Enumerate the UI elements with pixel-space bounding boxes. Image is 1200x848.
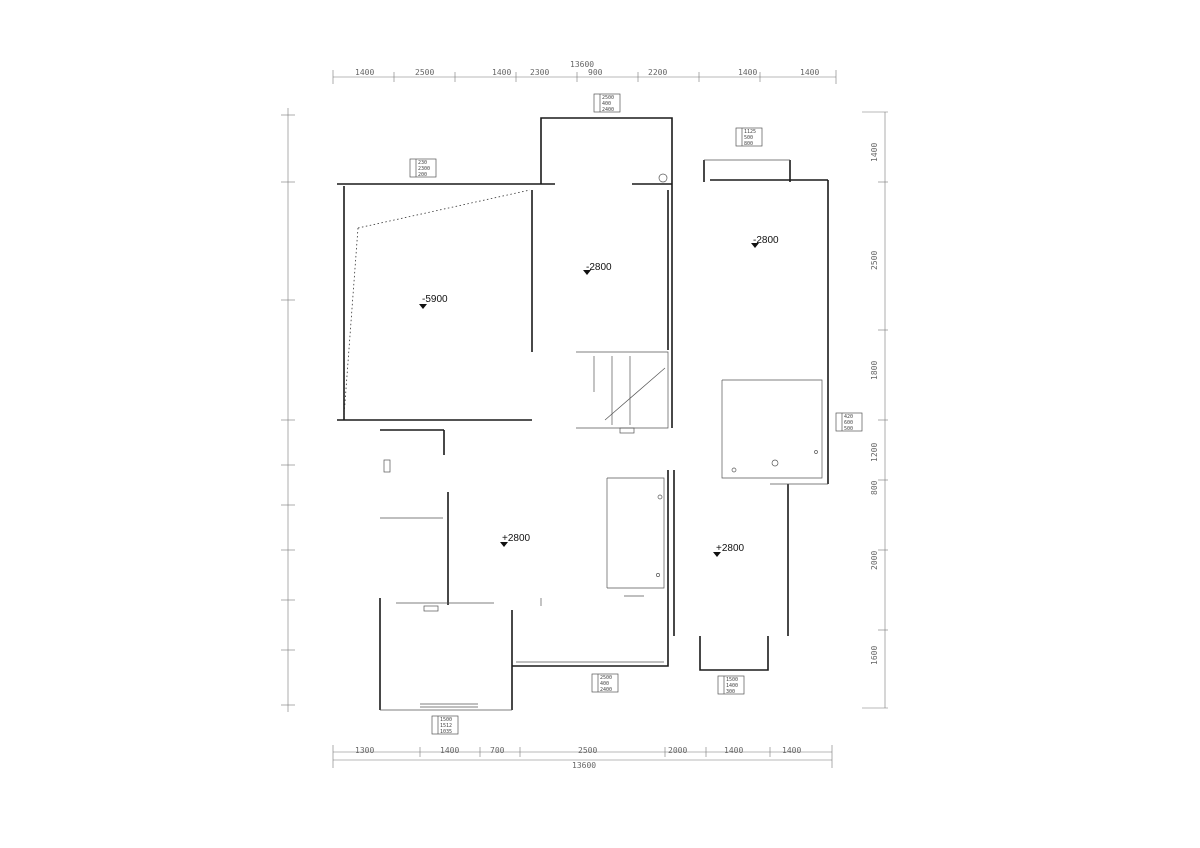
level-marker-5: +2800	[713, 543, 745, 557]
bottom-dimension-chain: 1300 1400 700 2500 2000 1400 1400 13600	[332, 745, 833, 770]
window-tag-right-side: 420 600 500	[835, 412, 863, 432]
tag-line: 200	[418, 172, 427, 178]
walls	[337, 117, 829, 711]
bottom-dim-1: 1300	[355, 746, 374, 755]
bottom-dim-2: 1400	[440, 746, 459, 755]
tag-line: 1512	[440, 723, 452, 729]
level-marker-2: -2800	[583, 262, 612, 275]
level-label: -2800	[586, 262, 612, 273]
top-dim-7: 1400	[738, 68, 757, 77]
right-dim-2: 2500	[870, 251, 879, 270]
tag-line: 500	[744, 135, 753, 141]
right-dim-4: 1200	[870, 443, 879, 462]
tag-line: 1125	[744, 129, 756, 135]
sloped-ceiling-marker	[343, 189, 531, 417]
tag-line: 1500	[440, 717, 452, 723]
tag-line: 2400	[602, 107, 614, 113]
top-dim-2: 2500	[415, 68, 434, 77]
tag-line: 230	[418, 160, 427, 166]
window-tag-bottom-center: 2500 400 2400	[591, 673, 619, 693]
fixtures	[383, 173, 668, 612]
tag-line: 300	[726, 689, 735, 695]
tag-line: 2300	[418, 166, 430, 172]
level-label: +2800	[502, 533, 531, 544]
tag-line: 1035	[440, 729, 452, 735]
top-dim-5: 900	[588, 68, 603, 77]
tag-line: 2500	[600, 675, 612, 681]
tag-line: 1400	[726, 683, 738, 689]
right-dim-5: 800	[870, 480, 879, 495]
tag-line: 400	[602, 101, 611, 107]
right-dim-6: 2000	[870, 551, 879, 570]
tag-line: 600	[844, 420, 853, 426]
level-label: -5900	[422, 294, 448, 305]
level-marker-4: +2800	[500, 533, 531, 547]
tag-line: 2400	[600, 687, 612, 693]
top-dim-3: 1400	[492, 68, 511, 77]
tag-line: 420	[844, 414, 853, 420]
top-dim-1: 1400	[355, 68, 374, 77]
tag-line: 400	[600, 681, 609, 687]
window-tag-bottom-left: 1500 1512 1035	[431, 715, 459, 735]
bottom-total-dimension: 13600	[572, 761, 596, 770]
bottom-dim-3: 700	[490, 746, 505, 755]
bottom-dim-4: 2500	[578, 746, 597, 755]
level-marker-1: -5900	[419, 294, 448, 309]
window-tag-bottom-right: 1500 1400 300	[717, 675, 745, 695]
window-tag-top-left: 230 2300 200	[409, 158, 437, 178]
right-dim-7: 1600	[870, 646, 879, 665]
window-tag-top-center: 2500 400 2400	[593, 93, 621, 113]
right-dim-1: 1400	[870, 143, 879, 162]
tag-line: 800	[744, 141, 753, 147]
left-dimension-chain	[281, 108, 295, 712]
level-label: +2800	[716, 543, 745, 554]
top-dimension-chain: 13600 1400 2500 1400 2300 900 2200 1400 …	[332, 60, 837, 84]
window-tag-top-right: 1125 500 800	[735, 127, 763, 147]
top-dim-6: 2200	[648, 68, 667, 77]
bottom-dim-6: 1400	[724, 746, 743, 755]
bottom-dim-7: 1400	[782, 746, 801, 755]
tag-line: 500	[844, 426, 853, 432]
top-dim-8: 1400	[800, 68, 819, 77]
tag-line: 2500	[602, 95, 614, 101]
level-label: -2800	[753, 235, 779, 246]
right-dim-3: 1800	[870, 361, 879, 380]
top-dim-4: 2300	[530, 68, 549, 77]
level-marker-3: -2800	[751, 235, 779, 248]
right-dimension-chain: 1400 2500 1800 1200 800 2000 1600	[862, 111, 888, 709]
top-total-dimension: 13600	[570, 60, 594, 69]
tag-line: 1500	[726, 677, 738, 683]
bottom-dim-5: 2000	[668, 746, 687, 755]
